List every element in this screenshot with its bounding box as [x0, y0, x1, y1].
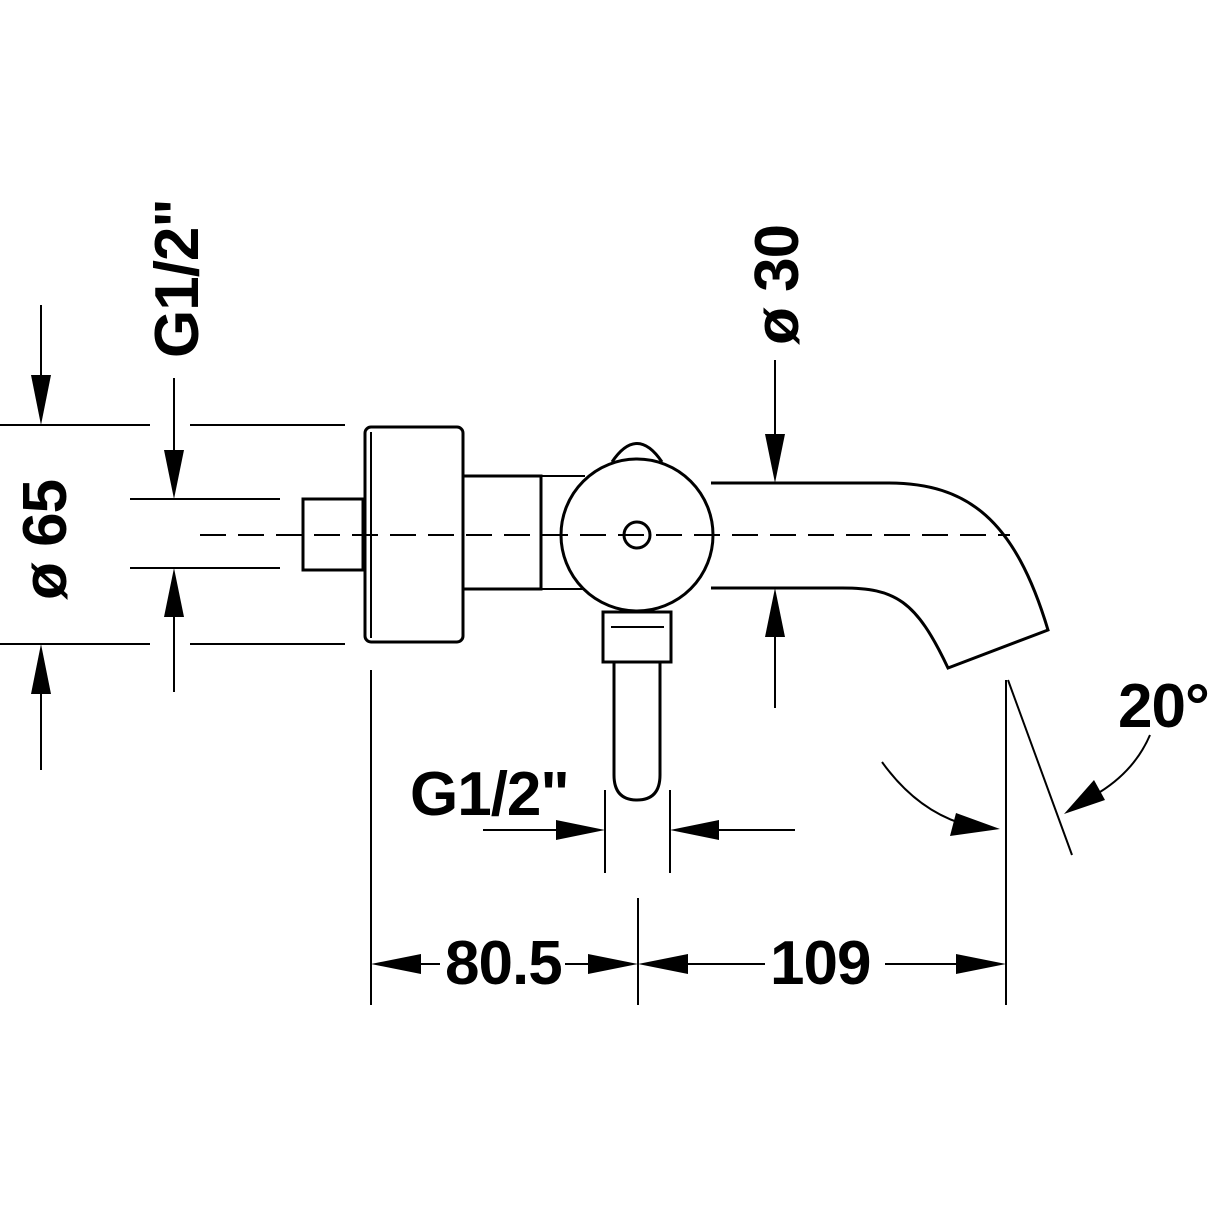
spout — [711, 481, 1050, 670]
inlet-pipe — [612, 662, 662, 802]
wall-to-inlet-label: 80.5 — [445, 929, 562, 998]
spout-diameter-label: ø 30 — [743, 225, 812, 345]
dim-inlet-thread: G1/2" — [410, 760, 795, 873]
dim-body-diameter: ø 65 — [0, 305, 345, 770]
body-diameter-label: ø 65 — [11, 480, 80, 600]
dim-spout-angle: 20° — [881, 672, 1210, 856]
faucet-outline — [200, 425, 1050, 802]
inlet-nut — [601, 610, 673, 664]
mixer-body — [461, 474, 543, 591]
dim-horizontal-distances: 80.5 109 — [370, 670, 1007, 1005]
connector-thread-label: G1/2" — [143, 199, 212, 358]
spout-angle-label: 20° — [1118, 672, 1209, 741]
inlet-thread-label: G1/2" — [410, 760, 569, 829]
inlet-to-spout-label: 109 — [770, 929, 870, 998]
dim-connector-thread: G1/2" — [130, 199, 280, 692]
dim-spout-diameter: ø 30 — [743, 225, 812, 708]
